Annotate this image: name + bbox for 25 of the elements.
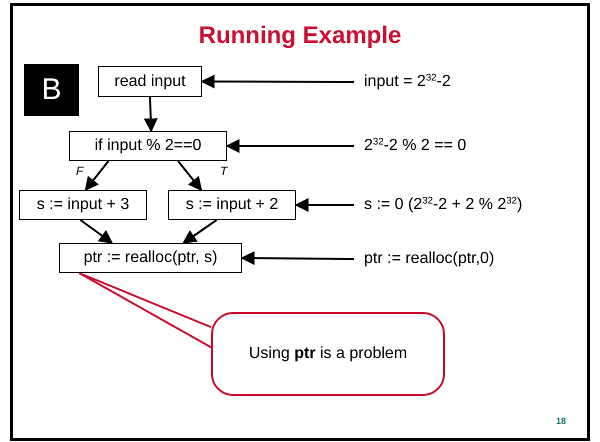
process-box: ptr := realloc(ptr, s) — [59, 243, 242, 273]
arrow — [226, 139, 354, 153]
process-box: read input — [98, 66, 202, 97]
page-number: 18 — [556, 416, 566, 426]
letter-badge: B — [24, 64, 79, 116]
arrow — [80, 219, 114, 244]
decision-box: if input % 2==0 — [69, 131, 227, 161]
value-note: input = 2$^{32}$-2 — [354, 70, 514, 94]
arrow — [200, 74, 354, 89]
slide-title: Running Example — [198, 22, 402, 50]
arrow — [240, 251, 354, 266]
arrow — [294, 198, 354, 212]
value-note: 2$^{32}$-2 % 2 == 0 — [354, 134, 536, 158]
value-note: ptr := realloc(ptr,0) — [354, 247, 544, 271]
process-box: s := input + 3 — [19, 190, 147, 220]
callout-bubble: Using ptr is a problem — [211, 312, 445, 396]
edge-label: F — [76, 164, 84, 178]
arrow — [84, 160, 110, 192]
callout-tail — [78, 272, 212, 348]
arrow — [144, 96, 158, 132]
arrow — [182, 219, 218, 244]
process-box: s := input + 2 — [168, 190, 296, 220]
edge-label: T — [220, 164, 228, 178]
value-note: s := 0 (2$^{32}$-2 + 2 % 2$^{32}$) — [354, 193, 581, 217]
arrow — [177, 160, 202, 192]
